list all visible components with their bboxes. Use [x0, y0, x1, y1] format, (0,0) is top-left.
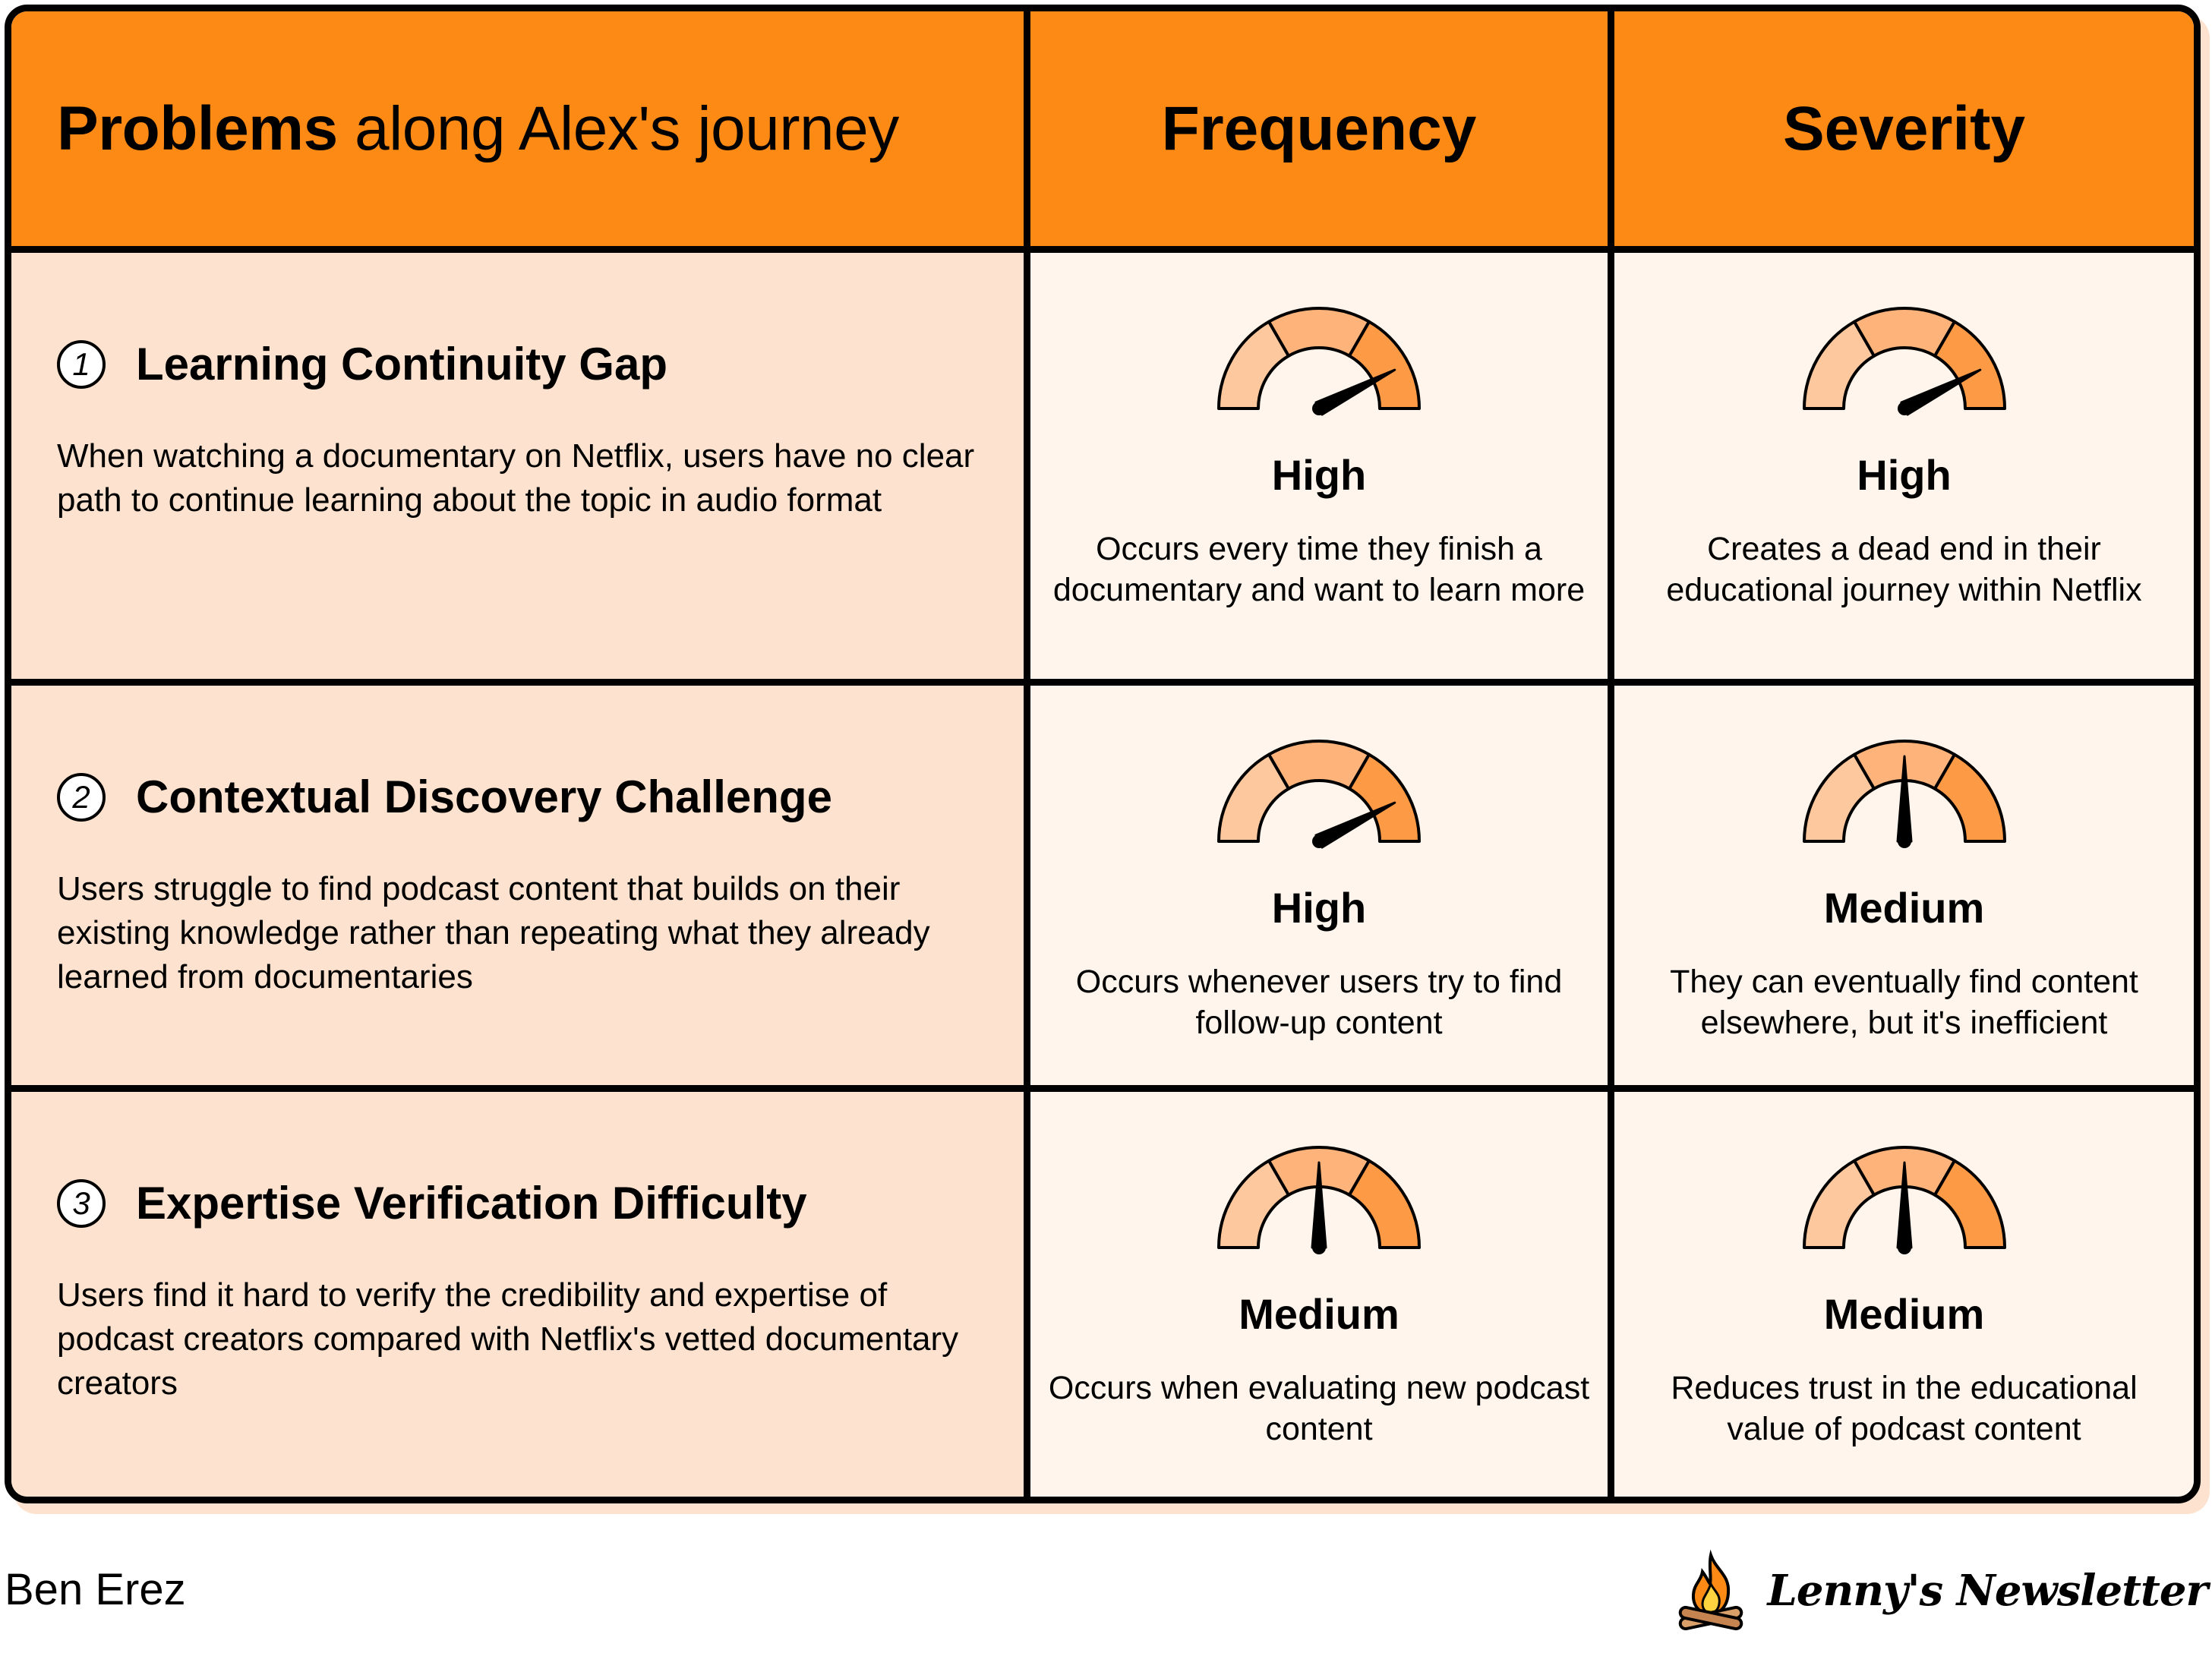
- problem-cell-1: 1 Learning Continuity Gap When watching …: [11, 253, 1030, 686]
- table-title: Problems along Alex's journey: [11, 93, 899, 165]
- gauge-hub: [1897, 1241, 1911, 1254]
- gauge-icon: [1802, 1146, 2006, 1254]
- gauge-hub: [1897, 402, 1911, 415]
- frequency-description: Occurs whenever users try to find follow…: [1075, 964, 1563, 1041]
- frequency-description: Occurs every time they finish a document…: [1052, 531, 1586, 608]
- frequency-cell-2: High Occurs whenever users try to find f…: [1030, 686, 1614, 1092]
- severity-level: Medium: [1823, 884, 1985, 932]
- problem-title-row: 2 Contextual Discovery Challenge: [57, 771, 978, 823]
- gauge-hub: [1312, 402, 1326, 415]
- problem-cell-2: 2 Contextual Discovery Challenge Users s…: [11, 686, 1030, 1092]
- problem-description: Users find it hard to verify the credibi…: [57, 1276, 959, 1402]
- frequency-level: High: [1271, 884, 1367, 932]
- title-bold: Problems: [57, 93, 338, 163]
- frequency-level: Medium: [1239, 1290, 1399, 1338]
- header-severity: Severity: [1614, 11, 2194, 253]
- severity-cell-2: Medium They can eventually find content …: [1614, 686, 2194, 1092]
- problem-number-badge: 2: [57, 772, 106, 822]
- author-name: Ben Erez: [5, 1565, 186, 1614]
- gauge-segment: [1933, 752, 2006, 843]
- brand-name: Lenny's Newsletter: [1767, 1566, 2208, 1616]
- frequency-level: High: [1271, 451, 1367, 499]
- problem-number-badge: 1: [57, 339, 106, 389]
- brand-logo: Lenny's Newsletter: [1669, 1549, 2208, 1633]
- header-frequency: Frequency: [1030, 11, 1614, 253]
- gauge-segment: [1348, 320, 1421, 410]
- severity-description: Reduces trust in the educational value o…: [1671, 1370, 2138, 1447]
- gauge-icon: [1217, 740, 1421, 849]
- header-problems: Problems along Alex's journey: [11, 11, 1030, 253]
- severity-cell-1: High Creates a dead end in their educati…: [1614, 253, 2194, 686]
- frequency-description: Occurs when evaluating new podcast conte…: [1048, 1370, 1590, 1447]
- problem-title: Learning Continuity Gap: [136, 339, 667, 390]
- gauge-hub: [1312, 834, 1326, 848]
- severity-description: They can eventually find content elsewhe…: [1670, 964, 2138, 1041]
- problems-table: Problems along Alex's journey Frequency …: [5, 5, 2201, 1503]
- frequency-cell-1: High Occurs every time they finish a doc…: [1030, 253, 1614, 686]
- gauge-segment: [1933, 320, 2006, 410]
- problem-description: When watching a documentary on Netflix, …: [57, 437, 975, 519]
- severity-cell-3: Medium Reduces trust in the educational …: [1614, 1092, 2194, 1497]
- problem-number-badge: 3: [57, 1178, 106, 1228]
- gauge-icon: [1802, 740, 2006, 848]
- problem-title: Contextual Discovery Challenge: [136, 771, 832, 822]
- problem-description: Users struggle to find podcast content t…: [57, 870, 930, 995]
- severity-description: Creates a dead end in their educational …: [1666, 531, 2142, 608]
- problem-title-row: 3 Expertise Verification Difficulty: [57, 1177, 978, 1229]
- gauge-icon: [1217, 307, 1421, 416]
- title-rest: along Alex's journey: [337, 93, 899, 163]
- frequency-cell-3: Medium Occurs when evaluating new podcas…: [1030, 1092, 1614, 1497]
- gauge-segment: [1348, 1159, 1421, 1249]
- severity-level: Medium: [1823, 1290, 1985, 1338]
- severity-level: High: [1857, 451, 1952, 499]
- gauge-icon: [1802, 307, 2006, 416]
- problem-title-row: 1 Learning Continuity Gap: [57, 338, 978, 390]
- gauge-segment: [1933, 1159, 2006, 1249]
- gauge-hub: [1897, 834, 1911, 848]
- problem-cell-3: 3 Expertise Verification Difficulty User…: [11, 1092, 1030, 1497]
- gauge-hub: [1312, 1241, 1326, 1254]
- campfire-icon: [1678, 1549, 1743, 1631]
- gauge-segment: [1348, 752, 1421, 843]
- problem-title: Expertise Verification Difficulty: [136, 1178, 807, 1229]
- gauge-icon: [1217, 1146, 1421, 1254]
